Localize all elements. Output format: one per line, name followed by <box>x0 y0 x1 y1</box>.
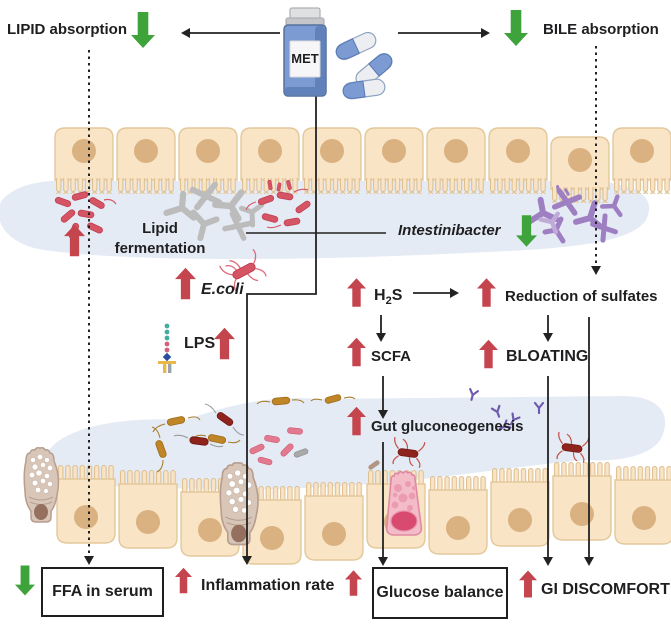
lipid-fermentation-line2: fermentation <box>114 240 206 257</box>
down-arrow-icon <box>15 565 35 596</box>
lipid-fermentation-line1: Lipid <box>142 220 178 237</box>
glucose-balance-box: Glucose balance <box>372 567 508 619</box>
h2s-s: S <box>391 287 403 304</box>
met-bottle-label: MET <box>291 51 319 66</box>
h2s-h: H <box>374 287 386 304</box>
bloating-label: BLOATING <box>506 348 589 365</box>
capsule-icons <box>332 29 396 101</box>
h2s-label: H2S <box>374 287 402 307</box>
down-arrow-icon <box>131 12 155 48</box>
lipid-absorption-label: LIPID absorption <box>7 21 127 38</box>
up-arrow-icon <box>214 327 235 360</box>
down-arrow-icon <box>504 10 528 46</box>
bacteria-cluster-red-center <box>245 179 312 229</box>
lps-label: LPS <box>184 335 216 352</box>
goblet-cell-brown-left <box>23 447 60 523</box>
goblet-cell-pink <box>385 470 423 536</box>
ecoli-label: E.coli <box>201 281 244 298</box>
up-arrow-icon <box>175 567 192 594</box>
up-arrow-icon <box>175 267 196 300</box>
ffa-in-serum-box: FFA in serum <box>41 567 164 617</box>
ffa-in-serum-label: FFA in serum <box>52 583 153 600</box>
connector-lines <box>88 32 597 557</box>
arrowheads <box>84 28 601 566</box>
lps-molecule-icon <box>158 323 176 373</box>
bacteria-cluster-red-left <box>53 190 117 241</box>
up-arrow-icon <box>479 339 498 369</box>
bacteria-cluster-bottom <box>151 388 590 473</box>
up-arrow-icon <box>347 337 366 367</box>
up-arrow-icon <box>345 570 362 596</box>
h2s-sub: 2 <box>385 295 392 308</box>
gut-gluconeogenesis-label: Gut gluconeogenesis <box>371 418 524 435</box>
up-arrow-icon <box>347 278 366 307</box>
goblet-cell-brown-center <box>219 462 259 546</box>
mucus-layer-bottom <box>46 396 666 490</box>
mucus-layer-top <box>0 180 650 260</box>
up-arrow-icon <box>477 278 496 307</box>
bile-absorption-label: BILE absorption <box>543 21 659 38</box>
glucose-balance-label: Glucose balance <box>376 584 504 601</box>
intestinibacter-label: Intestinibacter <box>398 222 501 239</box>
pill-bottle-icon <box>283 7 327 97</box>
up-arrow-icon <box>519 570 537 598</box>
lipid-fermentation-label: Lipid fermentation <box>98 219 222 259</box>
gi-discomfort-label: GI DISCOMFORT <box>541 581 670 598</box>
inflammation-rate-label: Inflammation rate <box>201 577 335 594</box>
scfa-label: SCFA <box>371 348 412 365</box>
reduction-of-sulfates-label: Reduction of sulfates <box>505 288 658 305</box>
e-coli-icon <box>219 248 267 294</box>
